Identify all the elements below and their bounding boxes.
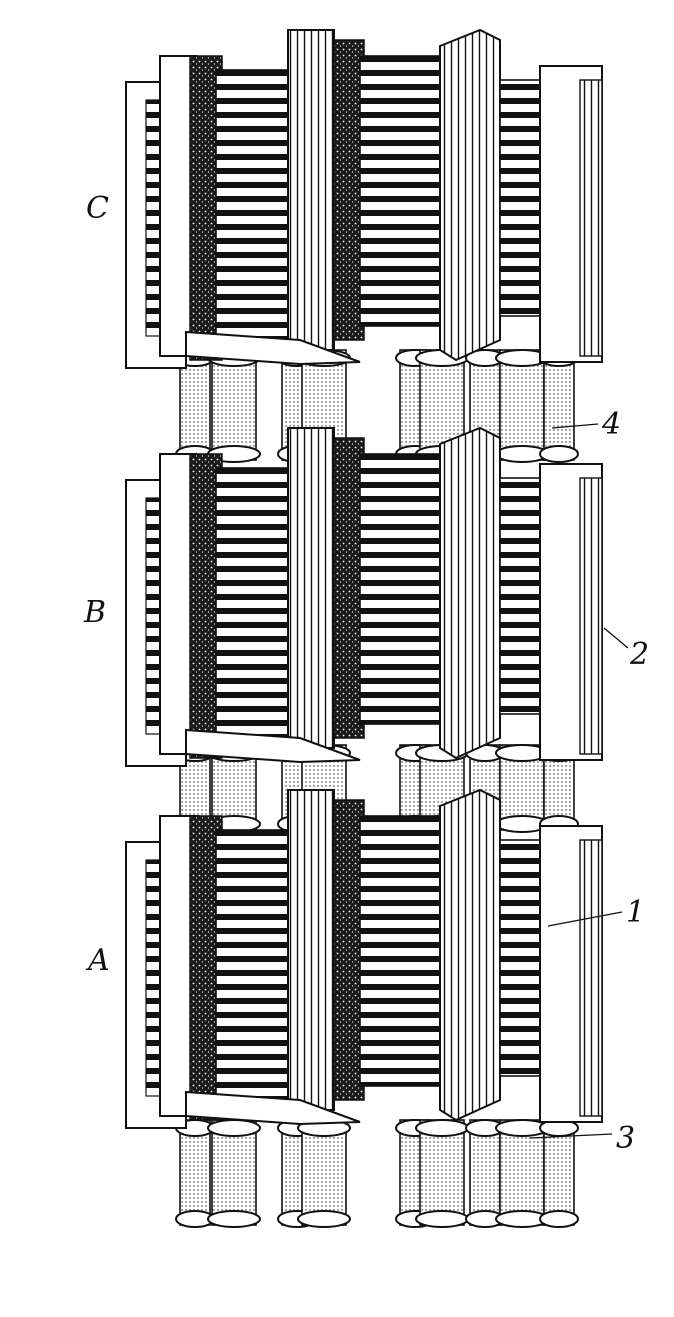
yoke-edge-right	[579, 839, 603, 1117]
column-cap	[539, 445, 579, 463]
callout-4: 4	[601, 407, 621, 442]
tier-label-c: C	[86, 191, 109, 226]
column-cap	[297, 1210, 351, 1228]
yoke-edge-right	[579, 79, 603, 357]
tier-b	[125, 426, 603, 767]
callout-3: 3	[616, 1121, 635, 1156]
leader-line-4	[551, 423, 599, 429]
bottom-yoke	[185, 728, 361, 764]
core-plate-center-left	[287, 427, 335, 749]
winding-center	[359, 453, 441, 725]
bottom-yoke	[185, 330, 361, 366]
insulator-column	[499, 349, 545, 461]
leader-line-1	[547, 911, 623, 927]
tier-a	[125, 788, 603, 1129]
core-plate-center-right	[439, 788, 501, 1122]
insulator-column	[419, 1119, 465, 1226]
winding-center	[359, 55, 441, 327]
column-cap	[415, 1210, 469, 1228]
coil-insulation-center	[333, 437, 365, 739]
tier-c	[125, 28, 603, 369]
winding-left	[215, 467, 289, 739]
leader-line-2	[603, 627, 629, 649]
tier-label-b: B	[83, 595, 106, 630]
column-cap	[207, 1119, 261, 1137]
insulator-column	[543, 349, 575, 461]
core-plate-center-right	[439, 28, 501, 362]
insulator-column	[211, 349, 257, 461]
leader-line-3	[529, 1133, 613, 1139]
bottom-yoke	[185, 1090, 361, 1126]
winding-center	[359, 815, 441, 1087]
coil-insulation-center	[333, 799, 365, 1101]
core-plate-center-right	[439, 426, 501, 760]
callout-2: 2	[629, 637, 649, 672]
transformer-stack	[125, 28, 603, 1228]
column-cap	[539, 1210, 579, 1228]
core-plate-center-left	[287, 29, 335, 351]
insulator-column	[301, 1119, 347, 1226]
column-cap	[415, 1119, 469, 1137]
yoke-edge-right	[579, 477, 603, 755]
winding-left	[215, 69, 289, 341]
callout-1: 1	[626, 895, 645, 930]
column-cap	[207, 1210, 261, 1228]
insulator-column	[179, 1119, 211, 1226]
winding-left	[215, 829, 289, 1101]
tier-label-a: A	[85, 943, 110, 978]
core-plate-center-left	[287, 789, 335, 1111]
